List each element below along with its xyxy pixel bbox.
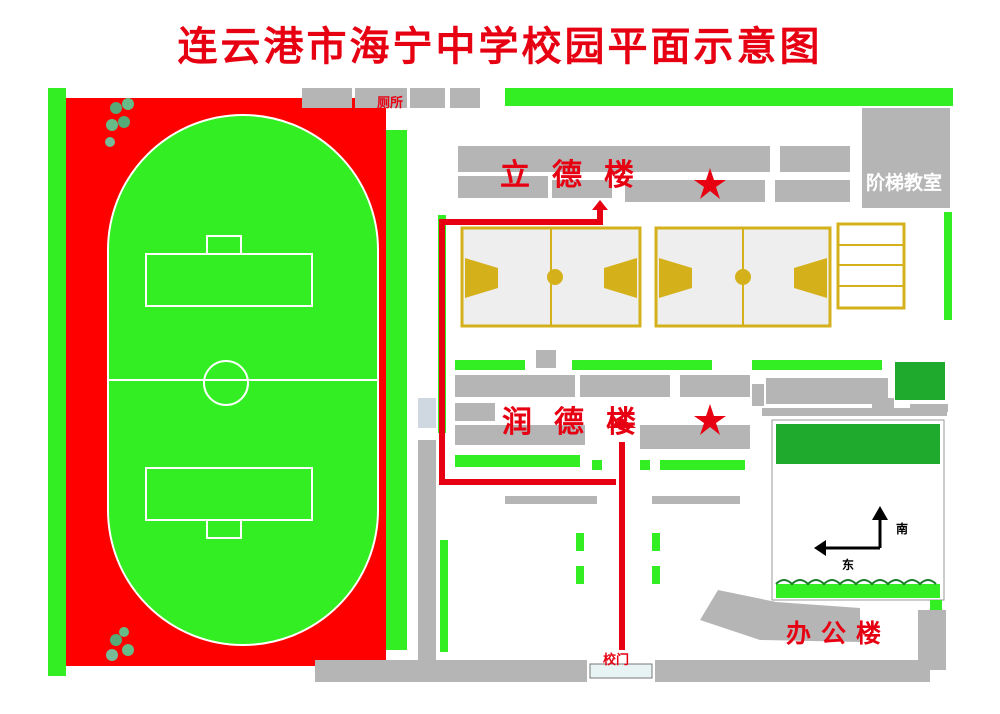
tree-icon xyxy=(105,98,134,661)
route xyxy=(439,208,625,650)
arrow-up-icon xyxy=(608,418,636,428)
compass-icon xyxy=(824,518,882,550)
office-compound xyxy=(700,419,946,670)
runde-building-label: 润德楼 xyxy=(502,405,658,440)
basketball-courts xyxy=(460,222,906,328)
sports-field xyxy=(48,88,407,676)
campus-paths xyxy=(418,440,740,662)
school-gate-label: 校门 xyxy=(603,653,630,668)
arrow-up-icon xyxy=(592,200,608,210)
runde-building xyxy=(418,350,948,470)
map-title: 连云港市海宁中学校园平面示意图 xyxy=(177,24,823,70)
lecture-hall xyxy=(862,108,950,208)
star-icon xyxy=(694,404,726,435)
lide-building xyxy=(458,108,950,208)
bottom-buildings xyxy=(315,660,930,682)
toilet-label: 厕所 xyxy=(377,96,404,111)
compass-east-label: 东 xyxy=(842,558,855,572)
top-buildings xyxy=(302,88,953,108)
lide-building-label: 立德楼 xyxy=(500,158,656,193)
star-icon xyxy=(694,168,726,199)
office-building-label: 办公楼 xyxy=(786,619,892,648)
compass-south-label: 南 xyxy=(896,522,909,536)
lecture-hall-label: 阶梯教室 xyxy=(866,172,943,194)
